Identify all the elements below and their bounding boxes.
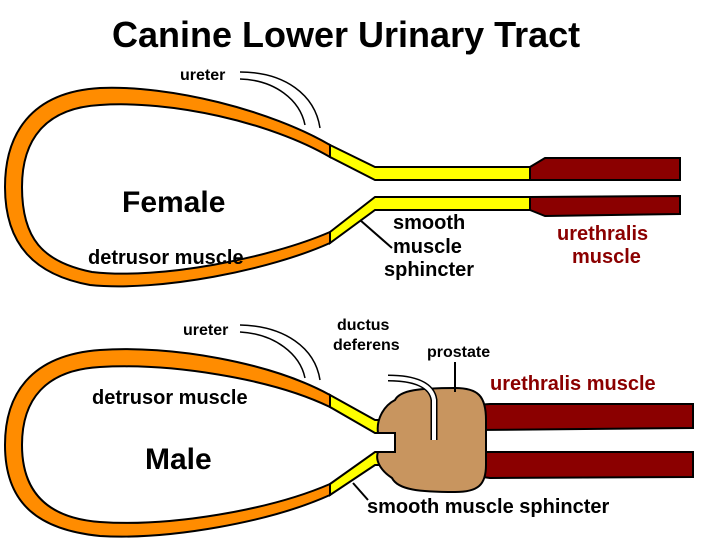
female-ureter-line-outer	[239, 71, 321, 129]
male-detrusor-label: detrusor muscle	[92, 387, 248, 409]
male-ureter-line-outer	[239, 324, 321, 381]
diagram-title: Canine Lower Urinary Tract	[112, 14, 580, 55]
female-sphincter-upper	[329, 143, 531, 181]
male-ductus-label-1: ductus	[337, 317, 390, 334]
female-urethralis-label-2: muscle	[572, 246, 641, 268]
male-ureter-label: ureter	[183, 322, 228, 339]
female-urethralis-label-1: urethralis	[557, 223, 648, 245]
male-ductus-deferens-inner	[387, 376, 436, 440]
female-heading: Female	[122, 186, 225, 219]
female-sphincter-label-3: sphincter	[384, 259, 474, 281]
female-sphincter-label-2: muscle	[393, 236, 462, 258]
male-urethralis-lower	[474, 451, 694, 480]
female-urethralis-lower	[529, 194, 681, 218]
male-sphincter-pointer	[352, 482, 369, 501]
male-ductus-label-2: deferens	[333, 337, 400, 354]
female-sphincter-label-1: smooth	[393, 212, 465, 234]
female-urethralis-upper	[529, 157, 681, 181]
male-sphincter-label: smooth muscle sphincter	[367, 496, 609, 518]
male-ureter-line-inner	[239, 331, 306, 379]
male-urethralis-label: urethralis muscle	[490, 373, 656, 395]
male-urethralis-upper	[474, 403, 694, 432]
female-detrusor-label: detrusor muscle	[88, 247, 244, 269]
male-diagram: ureter detrusor muscle Male ductus defer…	[3, 317, 694, 538]
female-sphincter-pointer	[359, 219, 393, 249]
female-diagram: ureter Female detrusor muscle smooth mus…	[3, 67, 681, 288]
male-heading: Male	[145, 443, 212, 476]
female-ureter-label: ureter	[180, 67, 225, 84]
male-prostate-label: prostate	[427, 344, 490, 361]
female-ureter-line-inner	[239, 78, 306, 126]
